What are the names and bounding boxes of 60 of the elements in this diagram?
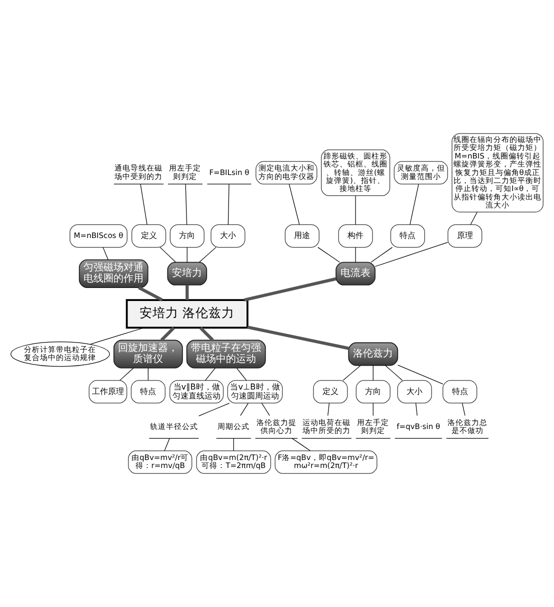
connector [374, 242, 448, 267]
connector [470, 212, 478, 225]
node-box: 构件 [338, 224, 373, 248]
node-box: 当v∥B时，做匀速直线运动 [170, 380, 224, 404]
connector [198, 402, 230, 416]
connector [164, 438, 170, 452]
connector [385, 365, 403, 381]
connector [160, 247, 176, 263]
connector [318, 247, 340, 263]
connector [355, 195, 356, 225]
node-box: 原理 [448, 224, 482, 248]
connector [370, 247, 393, 263]
node-box: 用途 [284, 224, 320, 248]
node-box: 方向 [170, 224, 204, 248]
connector [342, 365, 361, 381]
connector [397, 364, 444, 384]
node-box: 工作原理 [88, 380, 128, 404]
node-box: 大小 [397, 380, 432, 404]
connector [186, 247, 188, 263]
node-box: 定义 [132, 224, 166, 248]
connector [462, 402, 466, 416]
connector [186, 285, 189, 300]
connector [261, 402, 270, 416]
connector [244, 277, 336, 302]
node-box: 带电粒子在匀强磁场中的运动 [186, 340, 266, 368]
connector [233, 438, 234, 452]
connector [236, 368, 247, 381]
connector [416, 402, 418, 416]
connector [102, 247, 108, 260]
connector [204, 368, 216, 381]
connector [240, 402, 249, 416]
connector [199, 326, 214, 342]
connector [198, 247, 216, 263]
connector [372, 402, 374, 416]
node-box: 洛伦兹力 [348, 342, 398, 366]
connector [247, 326, 349, 350]
node-box: 电流表 [336, 262, 376, 286]
connector [288, 184, 300, 225]
node-box: 当v⊥B时，做匀速圆周运动 [227, 380, 283, 404]
node-box: 回旋加速器，质谱仪 [113, 340, 183, 368]
connector [328, 402, 330, 416]
node-box: 大小 [210, 224, 246, 248]
connector [90, 327, 144, 344]
node-box: 特点 [390, 224, 425, 248]
connector [410, 184, 419, 225]
node-box: 方向 [356, 380, 390, 404]
node-box: 定义 [313, 380, 348, 404]
connector [140, 184, 148, 225]
node-box: 匀强磁场对通电线圈的作用 [78, 259, 148, 288]
connector [292, 438, 311, 452]
connector [228, 184, 230, 225]
connector [372, 365, 374, 381]
connector [160, 326, 175, 342]
node-box: 特点 [442, 380, 478, 404]
node-box: 特点 [130, 380, 166, 404]
node-box: 安培力 [167, 262, 208, 286]
connector [185, 184, 188, 225]
connector [120, 368, 134, 381]
connector [355, 247, 356, 263]
node-box: 安培力 洛伦兹力 [126, 299, 248, 329]
